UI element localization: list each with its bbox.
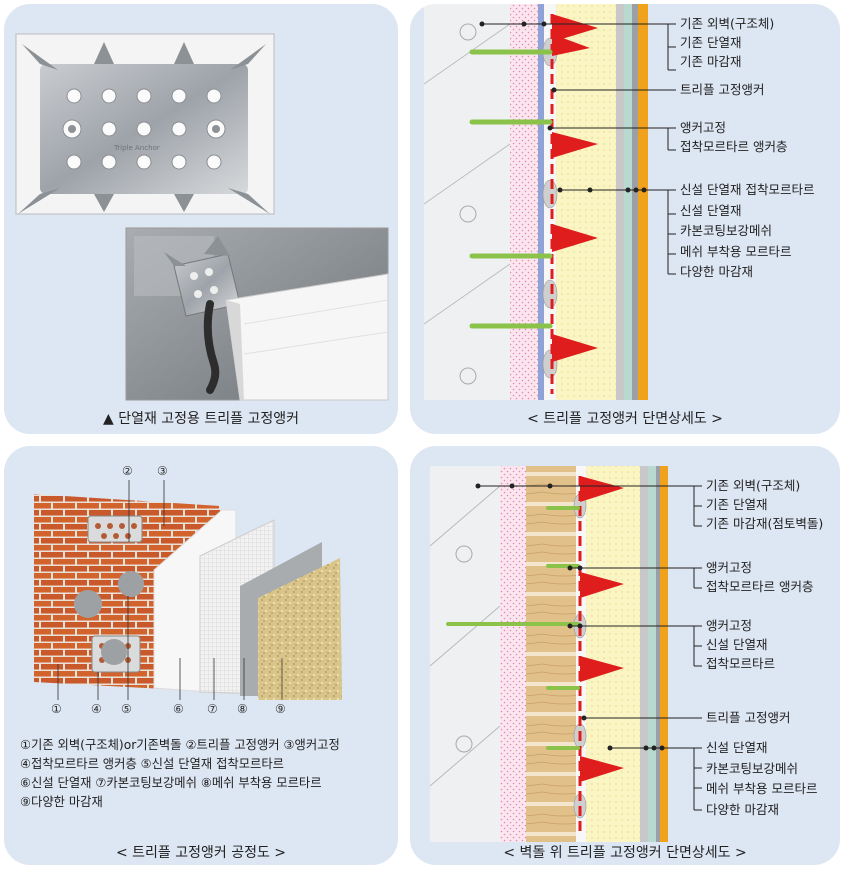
number-9: ⑨ xyxy=(275,702,286,716)
anchor-product-photo: Triple Anchor xyxy=(15,33,275,215)
section-detail-diagram xyxy=(423,4,676,400)
label-triple-anchor: 트리플 고정앵커 xyxy=(680,82,765,97)
panel4-caption: < 벽돌 위 트리플 고정앵커 단면상세도 > xyxy=(503,845,747,861)
panel2-caption: < 트리플 고정앵커 단면상세도 > xyxy=(527,411,723,427)
panel3-caption: < 트리플 고정앵커 공정도 > xyxy=(115,845,287,861)
label-triple-anchor-brick: 트리플 고정앵커 xyxy=(706,710,791,725)
number-6: ⑥ xyxy=(173,702,184,716)
anchor-installed-photo xyxy=(125,227,389,401)
number-5: ⑤ xyxy=(121,702,132,716)
number-7: ⑦ xyxy=(207,702,218,716)
brick-section-diagram xyxy=(429,466,702,842)
number-1: ① xyxy=(51,702,62,716)
panel-anchor-photos: Triple Anchor ▲ 단열재 고정용 트리플 고정앵커 xyxy=(4,4,398,434)
anchor-photos: Triple Anchor xyxy=(15,33,389,401)
number-2-top: ② xyxy=(122,464,133,478)
process-diagram xyxy=(34,480,342,700)
number-3-top: ③ xyxy=(157,464,168,478)
anchor-stamp-text: Triple Anchor xyxy=(113,144,160,152)
panel-process-diagram: ② ③ ① ④ ⑤ ⑥ ⑦ ⑧ ⑨ ①기존 외벽(구조체)or기존벽돌 ②트리플… xyxy=(4,446,398,865)
panel1-caption: ▲ 단열재 고정용 트리플 고정앵커 xyxy=(102,411,299,427)
number-8: ⑧ xyxy=(237,702,248,716)
anchor-plate-top xyxy=(87,515,143,543)
number-4: ④ xyxy=(91,702,102,716)
